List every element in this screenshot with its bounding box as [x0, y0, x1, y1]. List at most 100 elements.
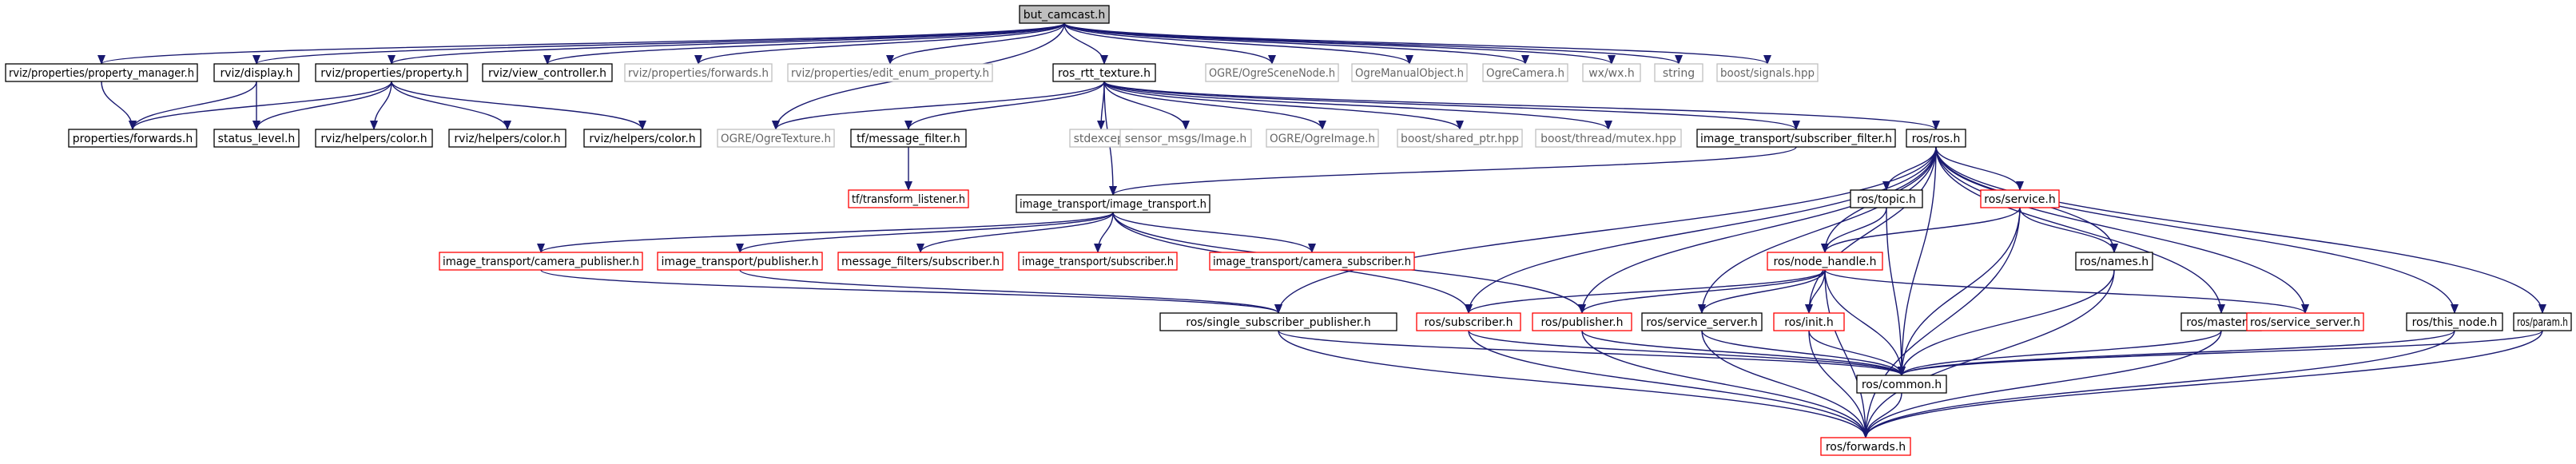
node-box-msgfilter [850, 129, 967, 148]
dependency-edge-nodehandle-to-srvserver2 [1824, 269, 2309, 314]
node-label-root: but_camcast.h [1024, 9, 1106, 22]
node-color2[interactable]: rviz/helpers/color.h [448, 129, 566, 148]
dependency-edge-root-to-rviz_fwd [694, 22, 1065, 65]
node-status[interactable]: status_level.h [213, 129, 300, 148]
dependency-edge-root-to-edit_enum [886, 22, 1065, 65]
node-init[interactable]: ros/init.h [1773, 312, 1845, 331]
node-it[interactable]: image_transport/image_transport.h [1016, 194, 1210, 213]
dependency-edge-init-to-forwards [1808, 330, 1870, 438]
dependency-edge-ros-to-ssp [1274, 146, 1937, 314]
node-box-nodehandle [1767, 252, 1883, 271]
node-mfsub[interactable]: message_filters/subscriber.h [837, 252, 1004, 271]
node-label-string: string [1663, 67, 1695, 80]
node-rossub[interactable]: ros/subscriber.h [1416, 312, 1521, 331]
node-names[interactable]: ros/names.h [2075, 252, 2153, 271]
node-forwards[interactable]: ros/forwards.h [1820, 437, 1911, 456]
node-itsub[interactable]: image_transport/subscriber.h [1018, 252, 1178, 271]
node-param[interactable]: ros/param.h [2513, 312, 2572, 331]
node-label-master: ros/master.h [2186, 316, 2256, 329]
dependency-edge-root-to-manual [1063, 22, 1413, 65]
node-common[interactable]: ros/common.h [1856, 375, 1947, 394]
dependency-edge-rospub-to-forwards [1581, 330, 1870, 438]
dependency-edge-property-to-color1 [370, 81, 392, 130]
node-label-signals: boost/signals.hpp [1720, 67, 1815, 80]
dependency-edge-root-to-wx [1063, 22, 1616, 65]
node-label-thisnode: ros/this_node.h [2412, 316, 2498, 329]
node-box-camera [1482, 63, 1568, 82]
node-service[interactable]: ros/service.h [1980, 189, 2060, 208]
node-box-subfilter [1696, 129, 1896, 148]
node-rviz_fwd: rviz/properties/forwards.h [624, 63, 773, 82]
node-box-signals [1716, 63, 1819, 82]
node-box-color1 [315, 129, 433, 148]
edges-layer [97, 22, 2546, 438]
dependency-edge-it-to-itpub [736, 212, 1114, 253]
dependency-edge-ros-to-srvserver [1698, 146, 1937, 314]
node-prop_mgr[interactable]: rviz/properties/property_manager.h [5, 63, 198, 82]
node-thisnode[interactable]: ros/this_node.h [2406, 312, 2503, 331]
node-msgfilter[interactable]: tf/message_filter.h [850, 129, 967, 148]
node-label-msgfilter: tf/message_filter.h [857, 133, 960, 145]
dependency-edge-root-to-scenenode [1063, 22, 1276, 65]
node-label-common: ros/common.h [1862, 379, 1942, 391]
node-box-manual [1351, 63, 1468, 82]
node-box-rospub [1532, 312, 1632, 331]
node-camsub[interactable]: image_transport/camera_subscriber.h [1209, 252, 1415, 271]
dependency-edge-ssp-to-common [1278, 330, 1906, 376]
node-label-wx: wx/wx.h [1588, 67, 1635, 80]
node-property[interactable]: rviz/properties/property.h [315, 63, 468, 82]
node-box-sharedptr [1397, 129, 1523, 148]
node-label-service: ros/service.h [1984, 193, 2056, 206]
node-subfilter[interactable]: image_transport/subscriber_filter.h [1696, 129, 1896, 148]
dependency-edge-nodehandle-to-rospub [1578, 269, 1826, 314]
dependency-edge-ros-to-common [1898, 146, 1937, 376]
dependency-edge-nodehandle-to-forwards [1824, 269, 1870, 438]
node-edit_enum: rviz/properties/edit_enum_property.h [787, 63, 993, 82]
dependency-edge-subfilter-to-it [1109, 146, 1797, 196]
node-box-topic [1850, 189, 1923, 208]
node-color1[interactable]: rviz/helpers/color.h [315, 129, 433, 148]
node-sensor: sensor_msgs/Image.h [1119, 129, 1252, 148]
node-label-prop_mgr: rviz/properties/property_manager.h [9, 67, 194, 80]
node-campub[interactable]: image_transport/camera_publisher.h [439, 252, 643, 271]
node-label-display: rviz/display.h [220, 67, 292, 80]
node-color3[interactable]: rviz/helpers/color.h [583, 129, 702, 148]
node-label-mutex: boost/thread/mutex.hpp [1540, 133, 1676, 145]
node-label-topic: ros/topic.h [1857, 193, 1916, 206]
node-view_ctrl[interactable]: rviz/view_controller.h [482, 63, 613, 82]
node-rospub[interactable]: ros/publisher.h [1532, 312, 1632, 331]
dependency-edge-nodehandle-to-rossub [1465, 269, 1826, 314]
dependency-edge-ros-to-service [1935, 146, 2024, 191]
node-label-rtt: ros_rtt_texture.h [1058, 67, 1151, 80]
node-display[interactable]: rviz/display.h [213, 63, 300, 82]
node-tflistener[interactable]: tf/transform_listener.h [848, 189, 969, 208]
dependency-edge-rossub-to-common [1468, 330, 1906, 376]
dependency-edge-thisnode-to-common [1898, 330, 2455, 376]
node-master[interactable]: ros/master.h [2180, 312, 2262, 331]
node-srvserver[interactable]: ros/service_server.h [1641, 312, 1763, 331]
node-label-itsub: image_transport/subscriber.h [1022, 256, 1174, 268]
node-ros[interactable]: ros/ros.h [1906, 129, 1966, 148]
node-box-rtt [1052, 63, 1156, 82]
node-box-common [1856, 375, 1947, 394]
node-box-edit_enum [787, 63, 993, 82]
node-label-color2: rviz/helpers/color.h [454, 133, 560, 145]
node-itpub[interactable]: image_transport/publisher.h [657, 252, 823, 271]
node-ssp[interactable]: ros/single_subscriber_publisher.h [1159, 312, 1397, 331]
node-rtt[interactable]: ros_rtt_texture.h [1052, 63, 1156, 82]
dependency-edge-root-to-camera [1063, 22, 1529, 65]
node-label-props_fwd: properties/forwards.h [73, 133, 193, 145]
node-srvserver2[interactable]: ros/service_server.h [2246, 312, 2364, 331]
node-props_fwd[interactable]: properties/forwards.h [68, 129, 197, 148]
node-nodehandle[interactable]: ros/node_handle.h [1767, 252, 1883, 271]
node-box-color2 [448, 129, 566, 148]
dependency-edge-master-to-common [1898, 330, 2222, 376]
dependency-edge-rospub-to-common [1581, 330, 1906, 376]
node-root[interactable]: but_camcast.h [1019, 5, 1110, 24]
node-box-mutex [1535, 129, 1682, 148]
node-mutex: boost/thread/mutex.hpp [1535, 129, 1682, 148]
node-box-itsub [1018, 252, 1178, 271]
node-label-color1: rviz/helpers/color.h [320, 133, 427, 145]
node-topic[interactable]: ros/topic.h [1850, 189, 1923, 208]
